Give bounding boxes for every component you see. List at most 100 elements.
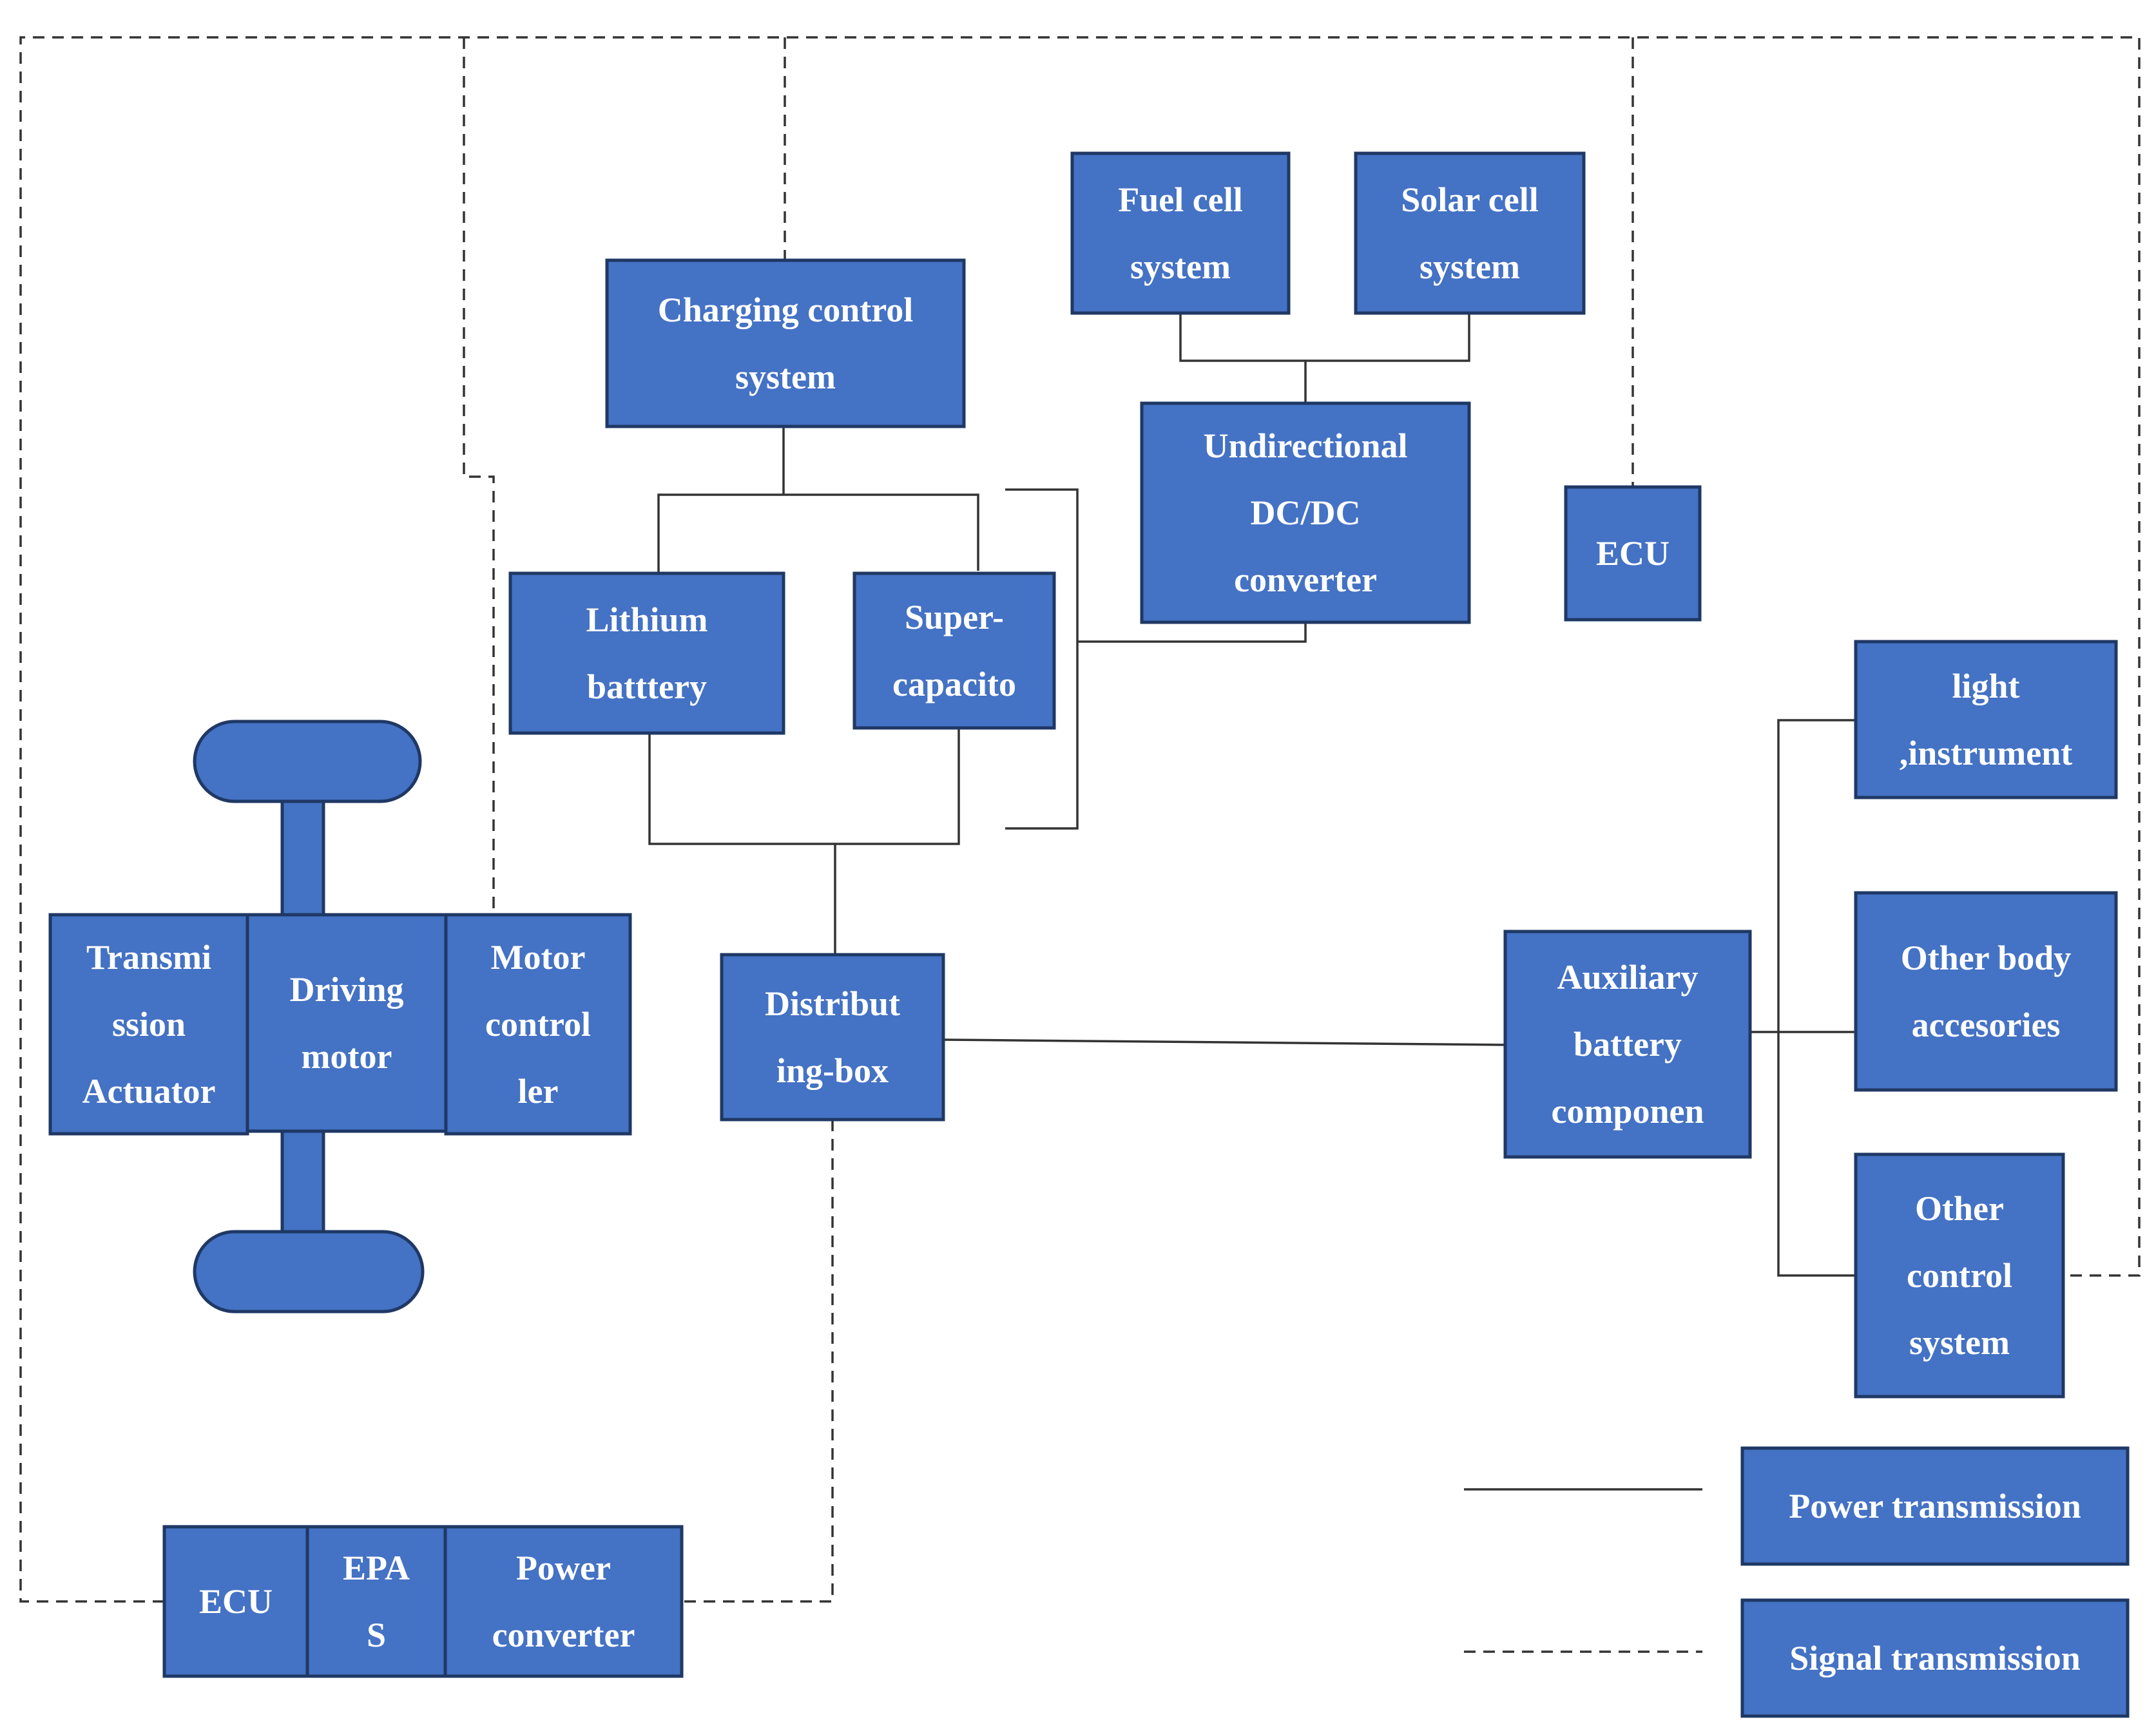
auxiliary-battery-box: Auxiliary battery componen	[1503, 930, 1752, 1159]
dcdc-converter-box-frame	[1140, 401, 1471, 624]
supercapacitor-box-frame	[852, 571, 1056, 730]
fuel-cell-box: Fuel cell system	[1070, 151, 1291, 315]
driving-motor-box: Driving motor	[245, 913, 448, 1133]
other-body-accessories-box-label-2: accesories	[1912, 1006, 2061, 1044]
axle-upper	[280, 799, 325, 917]
vehicle-drivetrain	[193, 720, 425, 1313]
other-body-accessories-box: Other body accesories	[1854, 891, 2118, 1092]
signal-lines	[19, 36, 2141, 1603]
driving-motor-box-frame	[245, 913, 448, 1133]
epas-box-label-2: S	[367, 1616, 386, 1654]
axle-lower	[280, 1129, 325, 1234]
motor-controller-box-label-2: control	[485, 1005, 591, 1044]
wheel-bottom	[193, 1230, 425, 1313]
ecu-top-box-label-1: ECU	[1596, 534, 1670, 573]
epas-box-label-1: EPA	[343, 1549, 410, 1587]
other-control-system-box-label-1: Other	[1915, 1189, 2004, 1228]
transmission-actuator-box-label-2: ssion	[112, 1005, 186, 1044]
distributing-box: Distribut ing-box	[720, 953, 945, 1122]
signal-line-motor-controller	[463, 37, 495, 913]
charging-control-box-frame	[605, 258, 966, 428]
lithium-battery-box: Lithium batttery	[508, 571, 785, 735]
ecu-bottom-box: ECU	[162, 1525, 309, 1678]
power-line-dcdc-to-bracket	[1077, 622, 1307, 643]
fuel-cell-box-label-1: Fuel cell	[1118, 180, 1242, 219]
lithium-battery-box-label-1: Lithium	[586, 600, 707, 639]
transmission-actuator-box-label-1: Transmi	[86, 938, 211, 977]
lithium-battery-box-label-2: batttery	[587, 667, 707, 706]
epas-box-frame	[305, 1525, 447, 1678]
supercapacitor-box-label-2: capacito	[892, 665, 1016, 703]
transmission-actuator-box-frame	[48, 913, 249, 1136]
other-control-system-box: Other control system	[1854, 1152, 2065, 1399]
ecu-top-box-frame	[1564, 485, 1702, 622]
other-control-system-box-label-3: system	[1909, 1323, 2010, 1362]
power-line-distributing-to-auxiliary	[943, 1038, 1506, 1046]
legend-power-box: Power transmission	[1740, 1446, 2130, 1566]
charging-control-box-label-1: Charging control	[658, 291, 914, 329]
light-instrument-box-label-1: light	[1952, 667, 2019, 705]
auxiliary-battery-box-frame	[1503, 930, 1752, 1159]
auxiliary-battery-box-label-2: battery	[1574, 1025, 1682, 1064]
solar-cell-box-frame	[1354, 151, 1586, 315]
other-body-accessories-box-frame	[1854, 891, 2118, 1092]
distributing-box-frame	[720, 953, 945, 1122]
signal-line-distributing-box	[682, 1120, 834, 1603]
ecu-top-box: ECU	[1564, 485, 1702, 622]
signal-line-top-loop	[19, 36, 2141, 1603]
charging-control-box: Charging control system	[605, 258, 966, 428]
power-converter-box: Power converter	[443, 1525, 684, 1678]
other-control-system-box-label-2: control	[1907, 1256, 2012, 1295]
legend-power-label: Power transmission	[1789, 1487, 2081, 1525]
fuel-cell-box-frame	[1070, 151, 1291, 315]
fuel-cell-box-label-2: system	[1130, 247, 1231, 286]
wheel-top	[193, 720, 422, 803]
lithium-battery-box-frame	[508, 571, 785, 735]
solar-cell-box-label-2: system	[1420, 247, 1520, 286]
power-line-fuel-cell	[1179, 313, 1305, 362]
solar-cell-box: Solar cell system	[1354, 151, 1586, 315]
auxiliary-battery-box-label-1: Auxiliary	[1557, 958, 1698, 997]
legend: Power transmission Signal transmission	[1464, 1446, 2130, 1718]
light-instrument-box: light ,instrument	[1854, 640, 2118, 799]
charging-control-box-label-2: system	[735, 358, 836, 396]
power-lines	[648, 313, 1856, 1277]
motor-controller-box-label-1: Motor	[491, 938, 586, 977]
power-line-lithium-to-bus	[648, 728, 960, 845]
light-instrument-box-frame	[1854, 640, 2118, 799]
light-instrument-box-label-2: ,instrument	[1900, 734, 2073, 772]
power-converter-box-label-1: Power	[516, 1549, 611, 1587]
distributing-box-label-2: ing-box	[776, 1051, 889, 1090]
distributing-box-label-1: Distribut	[765, 984, 900, 1023]
legend-signal-box: Signal transmission	[1740, 1598, 2130, 1718]
auxiliary-battery-box-label-3: componen	[1551, 1092, 1704, 1131]
power-line-to-supercap	[784, 493, 979, 571]
power-line-bracket	[1005, 488, 1079, 830]
motor-controller-box-label-3: ler	[518, 1072, 559, 1111]
dcdc-converter-box-label-2: DC/DC	[1251, 493, 1361, 532]
power-line-branch	[1777, 719, 1856, 1277]
power-line-solar-cell	[1305, 313, 1470, 362]
other-body-accessories-box-label-1: Other body	[1901, 939, 2072, 977]
power-converter-box-frame	[443, 1525, 684, 1678]
other-control-system-box-frame	[1854, 1152, 2065, 1399]
dcdc-converter-box-label-3: converter	[1234, 560, 1377, 599]
solar-cell-box-label-1: Solar cell	[1401, 180, 1538, 219]
driving-motor-box-label-2: motor	[302, 1037, 392, 1076]
epas-box: EPA S	[305, 1525, 447, 1678]
transmission-actuator-box-label-3: Actuator	[82, 1072, 216, 1111]
power-line-to-lithium	[657, 493, 784, 573]
legend-signal-label: Signal transmission	[1789, 1639, 2081, 1677]
supercapacitor-box: Super-capacito	[852, 571, 1056, 730]
dcdc-converter-box-label-1: Undirectional	[1203, 426, 1407, 465]
ecu-bottom-box-label-1: ECU	[199, 1582, 273, 1621]
ecu-bottom-box-frame	[162, 1525, 309, 1678]
driving-motor-box-label-1: Driving	[289, 970, 403, 1009]
supercapacitor-box-label-1: Super-	[905, 598, 1004, 636]
motor-controller-box: Motor control ler	[444, 913, 632, 1136]
power-converter-box-label-2: converter	[492, 1616, 635, 1654]
